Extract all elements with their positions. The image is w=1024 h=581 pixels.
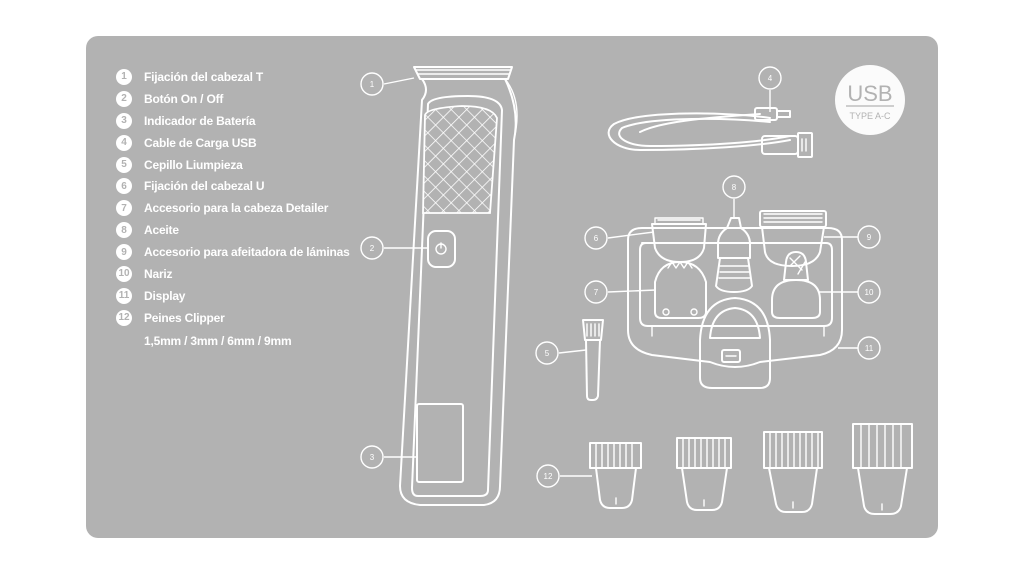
- callout-7: 7: [584, 280, 657, 304]
- legend-item: 8 Aceite: [116, 219, 350, 241]
- legend-item: 7 Accesorio para la cabeza Detailer: [116, 197, 350, 219]
- comb-9mm: [852, 423, 913, 515]
- legend-number: 10: [116, 265, 132, 282]
- legend-label: Display: [144, 288, 186, 303]
- callout-number: 9: [867, 233, 872, 242]
- legend-number: 8: [116, 222, 132, 239]
- legend-label: Peines Clipper: [144, 310, 225, 325]
- legend-label: Aceite: [144, 223, 179, 238]
- legend-item: 11 Display: [116, 285, 350, 307]
- usb-cable: [607, 107, 813, 158]
- legend-item: 4 Cable de Carga USB: [116, 132, 350, 154]
- callout-number: 3: [370, 453, 375, 462]
- comb-3mm: [676, 437, 732, 511]
- callout-10: 10: [818, 280, 881, 304]
- legend-label: Accesorio para la cabeza Detailer: [144, 201, 329, 216]
- legend-number: 5: [116, 156, 132, 173]
- comb-6mm: [763, 431, 823, 513]
- legend-number: 11: [116, 287, 132, 304]
- legend-item: 2 Botón On / Off: [116, 88, 350, 110]
- legend-label: Indicador de Batería: [144, 113, 256, 128]
- oil-bottle: [715, 217, 753, 293]
- legend-label: Cepillo Liumpieza: [144, 157, 243, 172]
- callout-3: 3: [360, 445, 417, 469]
- legend-number: 2: [116, 90, 132, 107]
- diagram-panel: [86, 36, 938, 538]
- legend-number: 7: [116, 200, 132, 217]
- callout-6: 6: [584, 226, 655, 250]
- foil-shaver-attachment: [759, 210, 827, 267]
- callout-4: 4: [758, 66, 782, 112]
- callout-number: 1: [370, 80, 375, 89]
- nose-attachment: [771, 251, 821, 319]
- callout-number: 12: [544, 472, 553, 481]
- accessory-stand: [627, 227, 843, 389]
- legend-label: Fijación del cabezal U: [144, 179, 265, 194]
- legend-number: 6: [116, 178, 132, 195]
- legend-item: 6 Fijación del cabezal U: [116, 175, 350, 197]
- legend-number: 9: [116, 244, 132, 261]
- legend-item: 1 Fijación del cabezal T: [116, 66, 350, 88]
- legend-label: Accesorio para afeitadora de láminas: [144, 245, 350, 260]
- callout-number: 2: [370, 244, 375, 253]
- legend-number: 12: [116, 309, 132, 326]
- legend-number: 4: [116, 134, 132, 151]
- callout-8: 8: [722, 175, 746, 218]
- comb-1-5mm: [589, 442, 642, 509]
- callout-5: 5: [535, 341, 587, 365]
- comb-sizes: 1,5mm / 3mm / 6mm / 9mm: [144, 333, 292, 348]
- callout-9: 9: [824, 225, 881, 249]
- legend-label: Cable de Carga USB: [144, 135, 257, 150]
- callout-11: 11: [838, 336, 881, 360]
- callout-number: 8: [732, 183, 737, 192]
- legend-label: Nariz: [144, 266, 173, 281]
- legend-item: 10 Nariz: [116, 263, 350, 285]
- legend-item: 9 Accesorio para afeitadora de láminas: [116, 241, 350, 263]
- callout-number: 5: [545, 349, 550, 358]
- usb-badge-title: USB: [847, 81, 892, 106]
- legend-label: Botón On / Off: [144, 91, 224, 106]
- callout-12: 12: [536, 464, 592, 488]
- legend-label: Fijación del cabezal T: [144, 69, 263, 84]
- cleaning-brush: [582, 319, 604, 401]
- usb-badge-subtitle: TYPE A-C: [849, 111, 891, 121]
- trimmer-body: [399, 66, 518, 506]
- detailer-attachment: [654, 261, 707, 319]
- legend-number: 1: [116, 68, 132, 85]
- legend-number: 3: [116, 112, 132, 129]
- callout-number: 4: [768, 74, 773, 83]
- legend-item: 12 Peines Clipper: [116, 307, 350, 329]
- callout-1: 1: [360, 72, 415, 96]
- callout-number: 10: [865, 288, 874, 297]
- callout-number: 11: [865, 344, 874, 353]
- callout-number: 7: [594, 288, 599, 297]
- legend-item: 5 Cepillo Liumpieza: [116, 154, 350, 176]
- usb-badge: USB TYPE A-C: [835, 65, 905, 135]
- callout-number: 6: [594, 234, 599, 243]
- u-head-attachment: [651, 217, 707, 263]
- legend-item: 3 Indicador de Batería: [116, 110, 350, 132]
- callout-2: 2: [360, 236, 428, 260]
